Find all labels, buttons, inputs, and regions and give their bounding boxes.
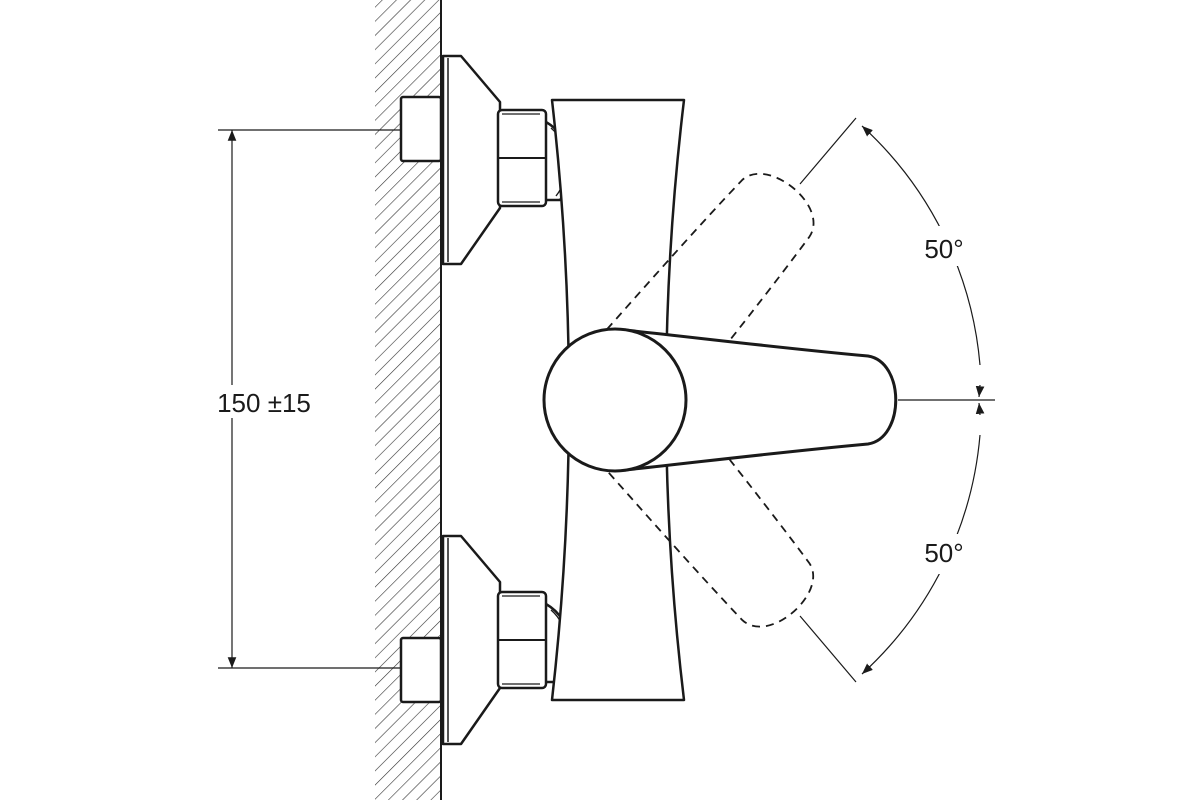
angle-upper-label: 50° bbox=[924, 234, 963, 264]
angle-lower-label: 50° bbox=[924, 538, 963, 568]
spacing-dimension bbox=[218, 129, 401, 669]
lever-handle bbox=[542, 327, 898, 473]
upper-escutcheon bbox=[441, 54, 502, 266]
lower-wall-pipe bbox=[399, 636, 443, 704]
upper-wall-pipe bbox=[399, 95, 443, 163]
spacing-dimension-label: 150 ±15 bbox=[217, 388, 311, 418]
lower-connection bbox=[399, 534, 573, 746]
lower-escutcheon bbox=[441, 534, 502, 746]
lever-knob bbox=[542, 327, 688, 473]
